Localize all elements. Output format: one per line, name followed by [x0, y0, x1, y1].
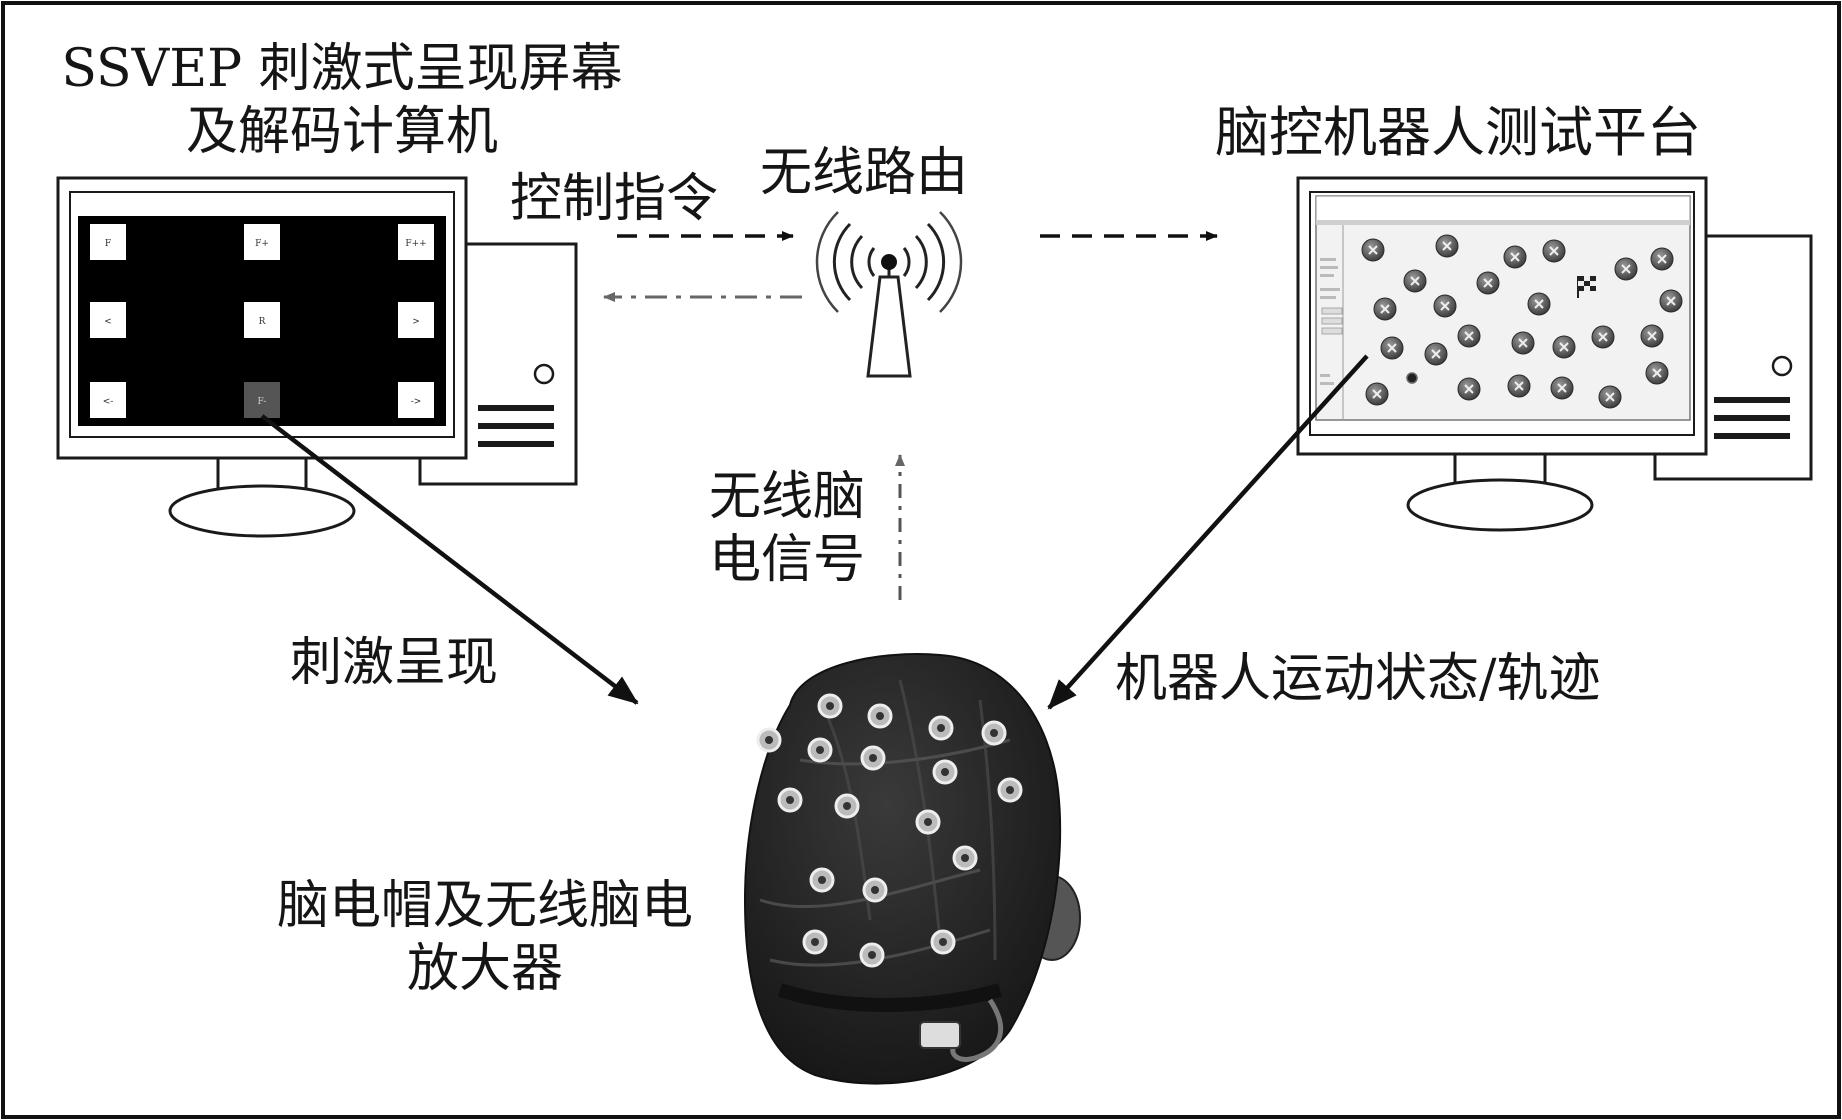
eeg-cap-label: 脑电帽及无线脑电 放大器	[276, 876, 693, 1000]
electrode-icon	[817, 693, 843, 719]
obstacle-icon	[1598, 385, 1622, 409]
stimulus-key-highlighted: F-	[244, 382, 280, 418]
obstacle-icon	[1659, 289, 1683, 313]
electrode-icon	[834, 793, 860, 819]
stimulus-computer: F F+ F++ < R > <- F- ->	[56, 176, 578, 538]
right-monitor-base	[1406, 478, 1594, 532]
electrode-icon	[862, 877, 888, 903]
stimulus-key: F++	[398, 224, 434, 260]
eeg-signal-label: 无线脑 电信号	[708, 467, 865, 591]
svg-text:->: ->	[411, 397, 422, 407]
amplifier-box	[919, 1021, 961, 1049]
svg-text:F++: F++	[405, 239, 426, 249]
obstacle-icon	[1433, 294, 1457, 318]
obstacle-icon	[1457, 324, 1481, 348]
stimulus-key: F	[90, 224, 126, 260]
electrode-icon	[981, 720, 1007, 746]
electrode-icon	[997, 777, 1023, 803]
electrode-icon	[802, 929, 828, 955]
stimulus-label: 刺激呈现	[290, 633, 499, 693]
obstacle-icon	[1503, 245, 1527, 269]
robot-state-arrow	[1047, 354, 1369, 710]
obstacle-icon	[1424, 342, 1448, 366]
obstacle-icon	[1614, 257, 1638, 281]
stimulus-key: ->	[398, 382, 434, 418]
svg-text:F-: F-	[258, 397, 267, 407]
electrode-icon	[930, 929, 956, 955]
electrode-icon	[952, 845, 978, 871]
electrode-icon	[915, 809, 941, 835]
obstacle-icon	[1645, 361, 1669, 385]
obstacle-icon	[1542, 239, 1566, 263]
obstacle-icon	[1457, 377, 1481, 401]
svg-text:<-: <-	[103, 397, 114, 407]
obstacle-icon	[1527, 292, 1551, 316]
robot-state-label: 机器人运动状态/轨迹	[1115, 649, 1601, 709]
electrode-icon	[809, 867, 835, 893]
obstacle-icon	[1507, 374, 1531, 398]
obstacle-icon	[1380, 336, 1404, 360]
obstacle-icon	[1365, 382, 1389, 406]
obstacle-icon	[1550, 376, 1574, 400]
electrode-icon	[867, 703, 893, 729]
router-label: 无线路由	[760, 143, 969, 203]
eeg-cap-head	[743, 653, 1081, 1085]
svg-text:>: >	[412, 317, 420, 327]
robot-test-computer	[1296, 176, 1813, 532]
left-monitor-base	[168, 484, 356, 538]
amplifier-cable	[950, 998, 1004, 1062]
robot-marker	[1406, 372, 1418, 384]
svg-text:F: F	[105, 239, 111, 249]
obstacle-icon	[1403, 269, 1427, 293]
electrode-icon	[777, 787, 803, 813]
stimulus-key: >	[398, 302, 434, 338]
obstacle-icon	[1591, 325, 1615, 349]
obstacle-icon	[1361, 238, 1385, 262]
stimulus-key: <	[90, 302, 126, 338]
ssvep-screen-label: SSVEP 刺激式呈现屏幕 及解码计算机	[61, 39, 623, 163]
obstacle-icon	[1640, 324, 1664, 348]
electrode-icon	[932, 759, 958, 785]
electrode-icon	[860, 745, 886, 771]
stimulus-key: <-	[90, 382, 126, 418]
checkered-flag-icon	[1577, 276, 1596, 298]
obstacle-icon	[1552, 335, 1576, 359]
control-command-label: 控制指令	[510, 169, 719, 229]
wireless-antenna-icon	[815, 211, 963, 378]
electrode-icon	[928, 715, 954, 741]
left-tower-button	[533, 363, 555, 385]
obstacle-icon	[1650, 247, 1674, 271]
platform-side-panel	[1320, 258, 1343, 385]
stimulus-key: R	[244, 302, 280, 338]
electrode-icon	[756, 727, 782, 753]
electrode-icon	[859, 942, 885, 968]
svg-text:F+: F+	[255, 239, 269, 249]
right-tower-button	[1771, 355, 1793, 377]
stimulus-arrow	[260, 414, 639, 705]
obstacle-icon	[1435, 234, 1459, 258]
obstacle-icon	[1373, 297, 1397, 321]
svg-text:R: R	[259, 317, 266, 327]
obstacle-icon	[1476, 271, 1500, 295]
stimulus-key: F+	[244, 224, 280, 260]
electrode-icon	[807, 737, 833, 763]
robot-platform-label: 脑控机器人测试平台	[1215, 101, 1701, 164]
obstacle-icon	[1511, 331, 1535, 355]
svg-text:<: <	[104, 317, 112, 327]
obstacles	[1361, 234, 1683, 409]
